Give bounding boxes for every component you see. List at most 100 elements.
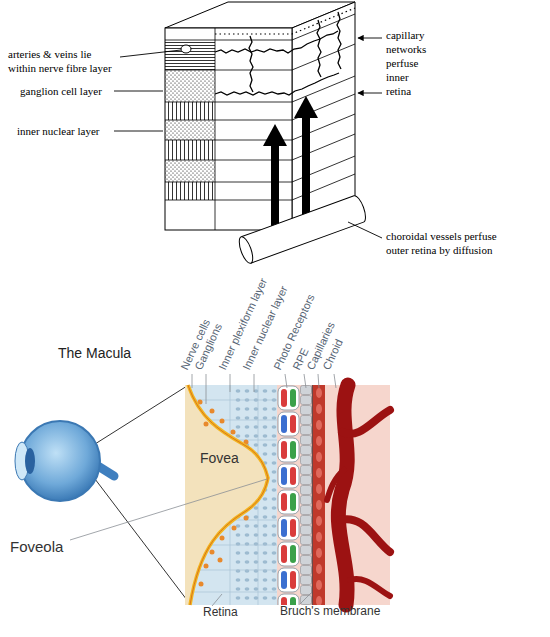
ganglion-cell (204, 564, 209, 569)
choroidal-vessel (237, 194, 369, 265)
macula-leaders (70, 374, 336, 606)
ganglion-cell (204, 422, 209, 427)
vessel-body (241, 194, 368, 263)
leader-line (206, 374, 207, 404)
ganglion-cell (244, 516, 249, 521)
leader-line (254, 374, 255, 392)
layer-line (165, 114, 355, 140)
choroid-vessel (338, 385, 348, 605)
leader-line (192, 374, 193, 388)
layer-line (165, 134, 355, 160)
retina-area (188, 385, 277, 605)
leader-line (304, 374, 306, 388)
layer-line (165, 76, 355, 102)
leader-line (318, 374, 319, 388)
region-label: Bruch's membrane (280, 604, 410, 619)
lens (25, 448, 35, 474)
leader-line (114, 91, 163, 92)
leader-lines (114, 38, 382, 238)
capillary-line (317, 20, 321, 77)
rpe-layer (300, 385, 312, 605)
layer-line (165, 94, 355, 120)
ganglion-cell (231, 430, 236, 435)
fibre-line (185, 545, 277, 546)
layer-line (165, 156, 355, 182)
layer-line (165, 14, 355, 40)
capillary-layer (313, 385, 325, 605)
inner-limiting-membrane (188, 385, 268, 605)
ganglion-cell (210, 550, 215, 555)
ganglion-cell (220, 419, 225, 424)
layer-line (165, 44, 355, 70)
plexiform-band (165, 102, 215, 120)
choroid-vessel (327, 470, 344, 500)
arrow-shaft (302, 116, 310, 216)
leader-line (212, 594, 222, 606)
arrow-head (294, 96, 318, 118)
diffusion-arrows (263, 96, 318, 228)
capillary-line (337, 12, 341, 69)
nuclear-layer (232, 385, 277, 605)
macula-section (70, 374, 390, 606)
muller-fibres (185, 385, 277, 605)
leader-line (300, 592, 312, 604)
zoom-line (95, 479, 190, 604)
ganglion-cell (220, 536, 225, 541)
layer-label: ganglion cell layer (20, 84, 130, 98)
leader-line (348, 222, 382, 238)
leader-arrow (358, 93, 382, 94)
fibre-line (185, 440, 277, 441)
outer-nuclear-band (165, 160, 215, 182)
arrow-shaft (271, 144, 279, 228)
plexiform-band (165, 140, 215, 160)
callout-label: capillary networks perfuse inner retina (386, 28, 434, 98)
figure-heading: The Macula (58, 344, 178, 362)
dotted-line (215, 8, 355, 34)
layer-label: inner nuclear layer (17, 124, 127, 138)
layer-line (215, 28, 216, 230)
vessel-section (181, 45, 191, 53)
leader-line (120, 50, 181, 57)
retina-block (114, 2, 382, 265)
photoreceptor-band (165, 182, 215, 200)
leader-line (114, 131, 163, 132)
leader-line (334, 374, 336, 388)
eye-illustration (15, 386, 190, 604)
membrane-edge (188, 385, 268, 605)
choroid-vessel (340, 519, 390, 552)
ganglion-band (165, 70, 215, 102)
fibre-line (185, 592, 277, 593)
region-label: Retina (203, 605, 263, 620)
ganglion-cell (210, 409, 215, 414)
ganglion-cell (232, 526, 237, 531)
choroid-vessel (350, 579, 390, 596)
fibre-line (230, 385, 231, 605)
nerve-fibre-band (165, 40, 215, 70)
retina-detail (185, 385, 277, 605)
leader-line (285, 374, 287, 388)
ganglion-cell (199, 582, 204, 587)
leader-line (70, 479, 267, 540)
choroid-vessel (342, 410, 390, 434)
ganglion-cell (218, 558, 223, 563)
choroid-vessels (327, 385, 390, 605)
region-label: Foveola (10, 538, 90, 556)
photoreceptor-layer (277, 385, 300, 605)
layer-boundaries (165, 14, 355, 230)
leader-line (230, 374, 231, 392)
fibre-line (185, 420, 277, 421)
vessel-end (237, 235, 256, 265)
zoom-line (95, 386, 187, 444)
layer-line (165, 174, 355, 200)
arrow-head (263, 124, 287, 146)
eyeball (20, 421, 100, 501)
capillary-line (249, 36, 253, 92)
callout-label: choroidal vessels perfuse outer retina b… (386, 229, 516, 257)
layer-label: arteries & veins lie within nerve fibre … (8, 47, 116, 75)
fibre-line (258, 385, 259, 605)
inner-nuclear-band (165, 120, 215, 140)
leader-arrow (358, 38, 382, 39)
capillary-network (215, 12, 341, 95)
